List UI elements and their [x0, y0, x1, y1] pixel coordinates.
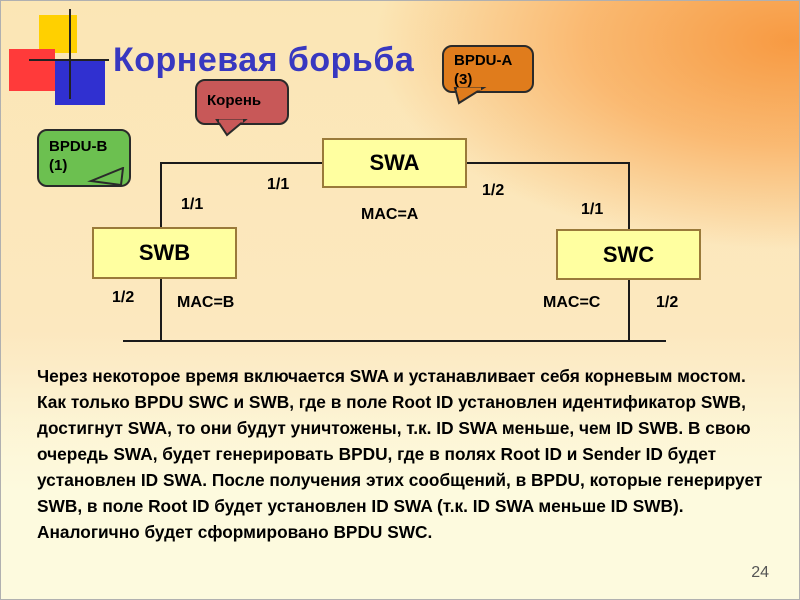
bpdu-b-callout-tail: [87, 167, 125, 187]
switch-swb-label: SWB: [138, 240, 191, 265]
logo-vertical-line: [69, 9, 71, 99]
logo-blue-square: [55, 61, 105, 105]
bpdu-a-callout-line1: BPDU-A: [454, 52, 513, 69]
switch-swc-label: SWC: [602, 241, 655, 267]
link-swa-swc: [467, 162, 630, 229]
swa-mac-label: MAC=A: [361, 206, 419, 223]
root-callout-tail: [215, 119, 248, 137]
switch-swb: SWB: [92, 227, 237, 279]
bpdu-b-callout-line2: (1): [49, 157, 68, 174]
link-swa-swb: [160, 162, 322, 227]
swa-port-right-label: 1/2: [482, 182, 505, 199]
bpdu-a-callout-tail: [453, 87, 487, 105]
switch-swa: SWA: [322, 138, 467, 188]
switch-swa-label: SWA: [369, 150, 420, 175]
swb-port-top-label: 1/1: [181, 196, 204, 213]
swb-mac-label: MAC=B: [177, 294, 235, 311]
swc-port-top-label: 1/1: [581, 201, 604, 218]
logo-horizontal-line: [29, 59, 109, 61]
background-fade: [1, 331, 799, 599]
bpdu-b-callout: BPDU-B (1): [37, 129, 131, 187]
root-callout-text: Корень: [207, 92, 262, 109]
root-callout: Корень: [195, 79, 289, 125]
bpdu-a-callout-line2: (3): [454, 71, 473, 88]
explanation-text: Через некоторое время включается SWA и у…: [37, 366, 763, 542]
bpdu-a-callout: BPDU-A (3): [442, 45, 534, 93]
page-number: 24: [751, 564, 769, 581]
switch-swc: SWC: [556, 229, 701, 280]
swa-port-left-label: 1/1: [267, 176, 290, 193]
swc-mac-label: MAC=C: [543, 294, 601, 311]
logo-red-square: [9, 49, 55, 91]
swc-port-bottom-label: 1/2: [656, 294, 679, 311]
slide-title: Корневая борьба: [113, 41, 415, 79]
bpdu-b-callout-line1: BPDU-B: [49, 138, 108, 155]
swb-port-bottom-label: 1/2: [112, 289, 135, 306]
